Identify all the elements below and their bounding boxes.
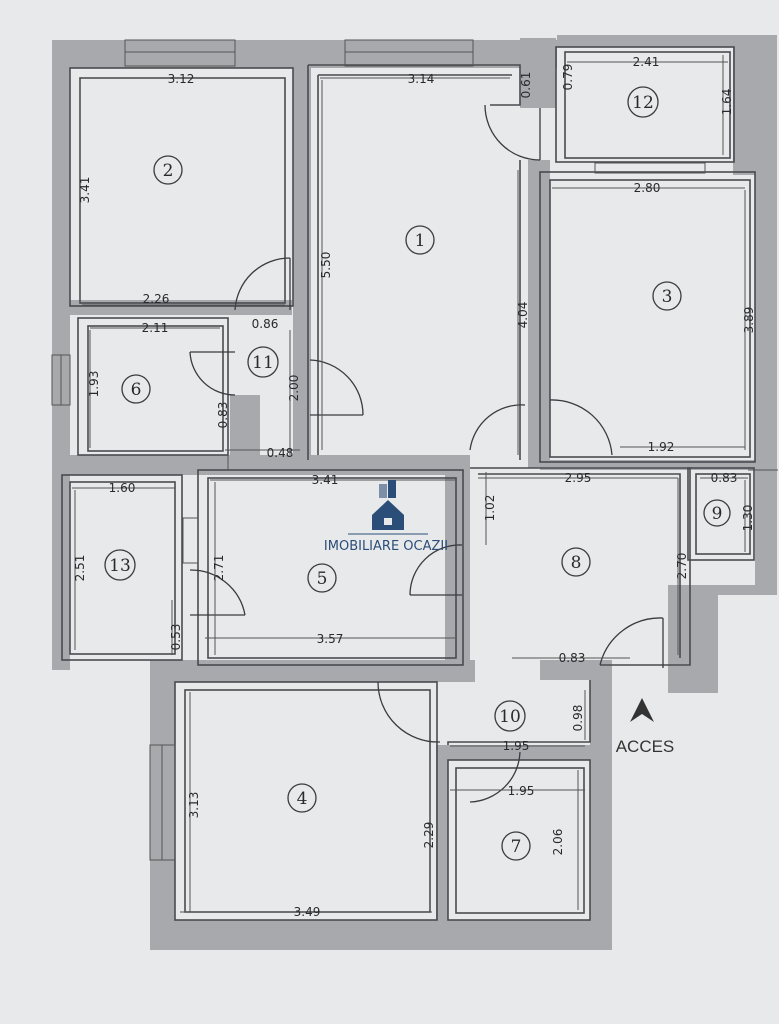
svg-text:12: 12 [632, 93, 654, 113]
room-numbers: 1 2 3 4 5 6 7 8 9 10 11 12 13 [104, 86, 731, 861]
dim-r4-height2: 2.29 [422, 822, 436, 849]
dim-r1-height: 5.50 [319, 252, 333, 279]
dim-r4-bottom: 3.49 [294, 905, 321, 919]
room-8-label: 8 [561, 547, 591, 577]
access-marker: ACCES [616, 698, 675, 756]
room-2-outline [69, 67, 294, 307]
dim-r8-bottom: 0.83 [559, 651, 586, 665]
dim-r13-height: 2.51 [73, 555, 87, 582]
dim-r1-height2: 4.04 [516, 302, 530, 329]
svg-text:8: 8 [571, 553, 582, 573]
dim-r4-height: 3.13 [187, 792, 201, 819]
svg-text:5: 5 [317, 569, 328, 589]
svg-text:2: 2 [163, 161, 174, 181]
access-label: ACCES [616, 737, 675, 756]
room-9-outline [687, 467, 755, 561]
room-3-label: 3 [652, 281, 682, 311]
dim-r3-width: 2.80 [634, 181, 661, 195]
room-13-label: 13 [104, 549, 136, 581]
svg-text:11: 11 [252, 353, 274, 373]
svg-text:3: 3 [662, 287, 673, 307]
dim-r7-height: 2.06 [551, 829, 565, 856]
dim-r13-width: 1.60 [109, 481, 136, 495]
room-4-label: 4 [287, 783, 317, 813]
house-logo-icon [372, 480, 404, 530]
dim-r12-side2: 0.61 [519, 72, 533, 99]
room-12-label: 12 [627, 86, 659, 118]
room-13-outline [61, 474, 183, 661]
dim-r12-width: 2.41 [633, 55, 660, 69]
dim-r3-bottom: 1.92 [648, 440, 675, 454]
room-12-outline [555, 46, 735, 163]
doors [189, 104, 664, 803]
svg-text:9: 9 [712, 504, 723, 524]
svg-text:1: 1 [415, 231, 426, 251]
room-5-outline [197, 469, 464, 666]
dim-r8-side: 1.02 [483, 495, 497, 522]
room-6-outline [77, 317, 229, 456]
room-3-outline [539, 171, 756, 463]
dim-r11-width: 0.86 [252, 317, 279, 331]
room-1-label: 1 [405, 225, 435, 255]
dimension-lines [72, 55, 778, 913]
dim-r1-width: 3.14 [408, 72, 435, 86]
dim-r5-height: 2.71 [212, 555, 226, 582]
room-9-label: 9 [703, 499, 731, 527]
svg-text:10: 10 [499, 707, 521, 727]
dim-r5-bottom: 3.57 [317, 632, 344, 646]
dim-r11-height: 2.00 [287, 375, 301, 402]
room-2-label: 2 [153, 155, 183, 185]
room-11-label: 11 [247, 346, 279, 378]
access-arrow-icon [630, 698, 654, 722]
dim-r6-height: 1.93 [87, 371, 101, 398]
dimension-labels: 3.12 3.41 2.26 3.14 5.50 4.04 2.41 1.64 … [73, 55, 756, 919]
dim-r12-side: 0.79 [561, 64, 575, 91]
dim-r9-width: 0.83 [711, 471, 738, 485]
watermark-brand: IMOBILIARE OCAZII [324, 539, 448, 554]
dim-r10-width: 1.95 [503, 739, 530, 753]
dim-r8-height: 2.70 [675, 553, 689, 580]
dim-r5-width: 3.41 [312, 473, 339, 487]
dim-r8-width: 2.95 [565, 471, 592, 485]
dim-r2-bottom: 2.26 [143, 292, 170, 306]
dim-r7-width: 1.95 [508, 784, 535, 798]
room-6-label: 6 [121, 374, 151, 404]
dim-r11-bottom: 0.48 [267, 446, 294, 460]
svg-text:6: 6 [131, 380, 142, 400]
dim-r10-height: 0.98 [571, 705, 585, 732]
dim-r13-side: 0.53 [169, 624, 183, 651]
dim-r2-height: 3.41 [78, 177, 92, 204]
room-10-label: 10 [494, 700, 526, 732]
dim-r2-width: 3.12 [168, 72, 195, 86]
dim-r9-height: 1.30 [741, 505, 755, 532]
svg-text:7: 7 [511, 837, 522, 857]
room-5-label: 5 [307, 563, 337, 593]
room-7-label: 7 [501, 831, 531, 861]
dim-r3-height: 3.89 [742, 307, 756, 334]
dim-r6-width: 2.11 [142, 321, 169, 335]
watermark: IMOBILIARE OCAZII [324, 480, 448, 554]
svg-text:4: 4 [297, 789, 308, 809]
dim-r6-side: 0.83 [216, 402, 230, 429]
dim-r12-height: 1.64 [720, 89, 734, 116]
svg-text:13: 13 [109, 556, 131, 576]
